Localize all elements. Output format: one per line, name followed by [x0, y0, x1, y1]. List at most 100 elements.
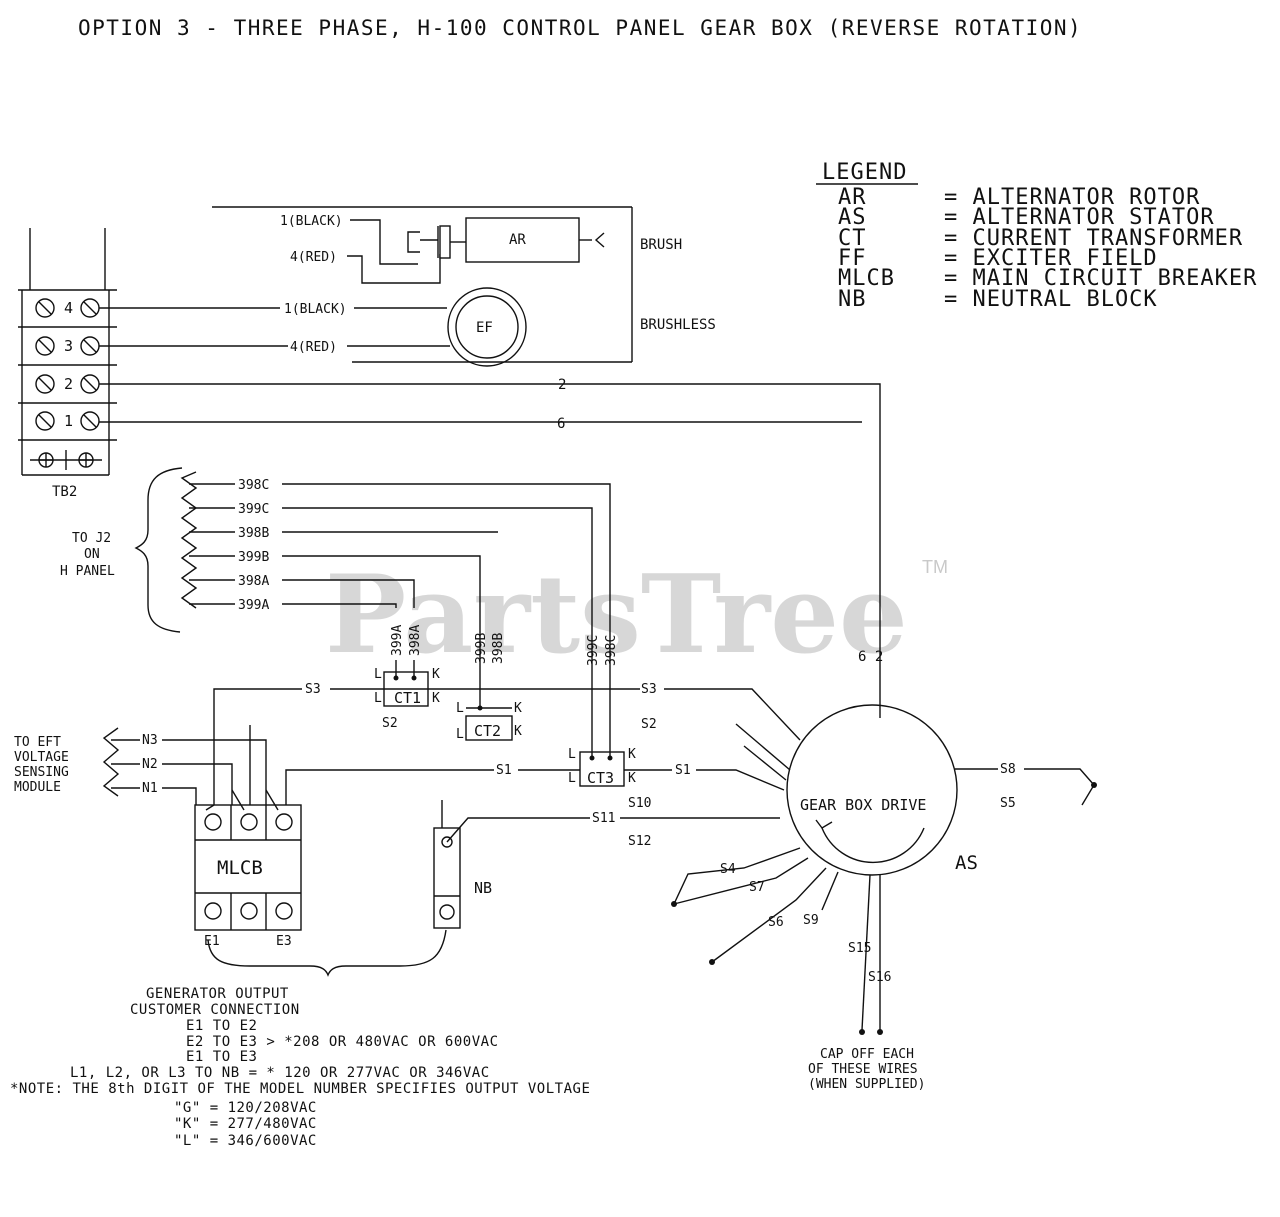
wire-label-s8: S8 — [1000, 762, 1016, 777]
output-note: GENERATOR OUTPUT CUSTOMER CONNECTION E1 … — [10, 986, 590, 1149]
output-line: E1 TO E3 — [186, 1049, 257, 1065]
ct-l-label: L — [568, 771, 576, 786]
legend-desc: = EXCITER FIELD — [944, 246, 1158, 271]
ct-k-label: K — [628, 747, 636, 762]
ct-k-label: K — [432, 667, 440, 682]
sense-coil-icon — [102, 727, 120, 797]
legend-abbr: MLCB — [838, 266, 895, 291]
diagram-title: OPTION 3 - THREE PHASE, H-100 CONTROL PA… — [78, 16, 1082, 40]
output-brace-icon — [207, 929, 447, 977]
wire-s4 — [673, 847, 801, 905]
cap-note-line: OF THESE WIRES — [808, 1062, 918, 1077]
rotor-label: AR — [509, 232, 526, 248]
wire-label-s4: S4 — [720, 862, 736, 877]
legend-desc: = ALTERNATOR ROTOR — [944, 185, 1200, 210]
sense-label: SENSING — [14, 765, 69, 780]
brush-label: BRUSH — [640, 237, 682, 253]
wire-label-s5: S5 — [1000, 796, 1016, 811]
output-line: E1 TO E2 — [186, 1018, 257, 1034]
wire-label-s9: S9 — [803, 913, 819, 928]
legend-abbr: AR — [838, 185, 867, 210]
wire-label-s11: S11 — [592, 811, 615, 826]
brace-icon — [134, 467, 183, 633]
ct-l-label: L — [374, 667, 382, 682]
wire-label-brush-black: 1(BLACK) — [280, 214, 343, 229]
ground-terminal-icon — [30, 450, 102, 470]
ct1-lead-label: 398A — [408, 625, 423, 656]
terminal-1: 1 — [35, 411, 100, 431]
legend-abbr: AS — [838, 205, 867, 230]
output-heading: GENERATOR OUTPUT — [146, 986, 289, 1002]
alternator-stator: GEAR BOX DRIVE AS — [786, 704, 978, 876]
legend-desc: = ALTERNATOR STATOR — [944, 205, 1215, 230]
breaker-e3-label: E3 — [276, 934, 292, 949]
wire-label-brushless-black: 1(BLACK) — [284, 302, 347, 317]
voltage-code: "K" = 277/480VAC — [174, 1116, 317, 1132]
ct2-lead-label: 398B — [491, 633, 506, 664]
ct3-lead-label: 398C — [604, 635, 619, 666]
bracket-label: TO J2 — [72, 531, 111, 546]
ct1-label: CT1 — [394, 689, 421, 707]
brushless-label: BRUSHLESS — [640, 317, 716, 333]
watermark-brand: PartsTree — [325, 552, 908, 678]
rotation-arrowhead-icon — [815, 819, 833, 829]
wire-label-s1-right: S1 — [675, 763, 691, 778]
exciter-field-inner — [455, 295, 519, 359]
alternator-rotor-box — [465, 217, 580, 263]
ct-l-label: L — [568, 747, 576, 762]
lead-label: 398B — [238, 526, 269, 541]
wire-s1-left — [285, 769, 494, 805]
stator-label: GEAR BOX DRIVE — [800, 796, 926, 814]
legend: LEGEND AR = ALTERNATOR ROTOR AS = ALTERN… — [816, 160, 1256, 312]
main-circuit-breaker: MLCB E1 E3 — [194, 789, 302, 949]
wire-label-s3-right: S3 — [641, 682, 657, 697]
sense-lead-label: N3 — [142, 733, 158, 748]
wire-label-s6: S6 — [768, 915, 784, 930]
wire-s3-left — [213, 688, 302, 805]
wire-label-s12: S12 — [628, 834, 651, 849]
wire-label-s16: S16 — [868, 970, 891, 985]
output-note-text: *NOTE: THE 8th DIGIT OF THE MODEL NUMBER… — [10, 1081, 590, 1097]
breaker-label: MLCB — [217, 857, 263, 879]
legend-abbr: FF — [838, 246, 867, 271]
wire-s2-stub — [735, 723, 791, 771]
bracket-label: H PANEL — [60, 564, 115, 579]
ct3: L K L K CT3 — [568, 668, 636, 787]
voltage-code: "G" = 120/208VAC — [174, 1100, 317, 1116]
wire-label-riser: 6 2 — [858, 649, 883, 665]
voltage-code: "L" = 346/600VAC — [174, 1133, 317, 1149]
sense-lead-label: N1 — [142, 781, 158, 796]
lead-label: 398A — [238, 574, 269, 589]
wire-2 — [99, 383, 881, 675]
terminal-number: 2 — [64, 375, 73, 393]
cap-note-line: CAP OFF EACH — [820, 1047, 914, 1062]
wire-s6 — [711, 867, 827, 963]
wire-label-s2: S2 — [382, 716, 398, 731]
sense-label: VOLTAGE — [14, 750, 69, 765]
wire-label-brushless-red: 4(RED) — [290, 340, 337, 355]
wire-label-6: 6 — [557, 416, 565, 432]
legend-abbr: CT — [838, 226, 867, 251]
ct2-label: CT2 — [474, 722, 501, 740]
wire-label-s15: S15 — [848, 941, 871, 956]
sense-lead-label: N2 — [142, 757, 158, 772]
wire-s9 — [821, 871, 839, 911]
lead-label: 399B — [238, 550, 269, 565]
ct-k-label: K — [514, 724, 522, 739]
terminal-4: 4 — [35, 298, 100, 318]
voltage-sense: TO EFT VOLTAGE SENSING MODULE N3 N2 N1 — [14, 725, 267, 805]
ct-l-label: L — [456, 727, 464, 742]
ct2: L K L K CT2 — [456, 632, 522, 742]
terminal-number: 1 — [64, 412, 73, 430]
exciter-section: 1(BLACK) 4(RED) AR BRUSH 1(BLACK) 4(RED)… — [212, 206, 716, 367]
terminal-2: 2 — [35, 374, 100, 394]
exciter-field-label: EF — [476, 320, 493, 336]
brush-holder-icon — [407, 225, 466, 259]
wire-label-s1-left: S1 — [496, 763, 512, 778]
legend-desc: = NEUTRAL BLOCK — [944, 287, 1158, 312]
terminal-block-label: TB2 — [52, 484, 77, 500]
wire-label-2: 2 — [558, 377, 566, 393]
legend-heading: LEGEND — [822, 160, 907, 185]
wire-s7 — [673, 857, 809, 905]
ct-l-label: L — [456, 701, 464, 716]
